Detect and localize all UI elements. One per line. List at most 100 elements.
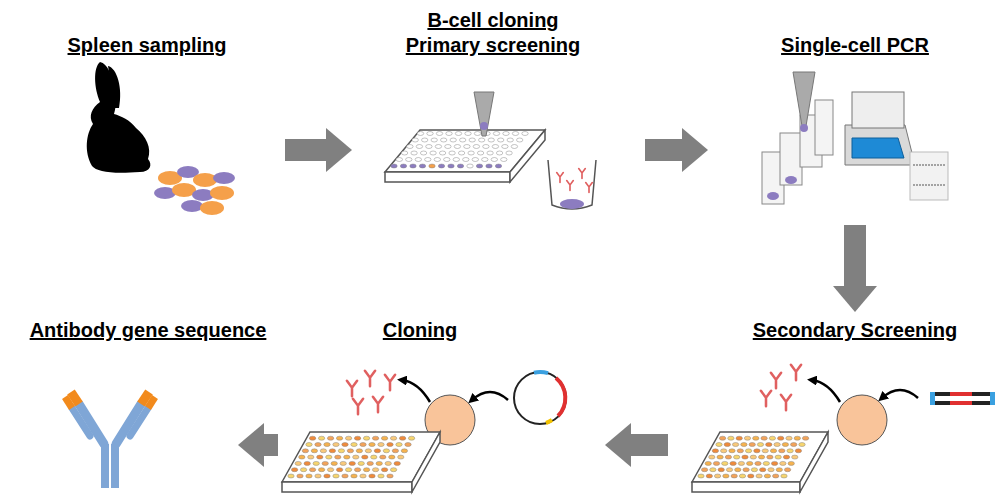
well [327, 436, 333, 440]
well [719, 436, 725, 440]
well [324, 443, 330, 447]
well [396, 158, 402, 162]
well [444, 158, 450, 162]
well [390, 436, 396, 440]
well [407, 145, 413, 149]
well [446, 132, 452, 136]
well [387, 443, 393, 447]
well [410, 164, 416, 168]
flow-arrow [264, 434, 278, 456]
well [495, 164, 501, 168]
well [342, 474, 348, 478]
well [411, 151, 417, 155]
well [399, 436, 405, 440]
well [318, 436, 324, 440]
well [430, 151, 436, 155]
well [304, 461, 310, 465]
well [369, 474, 375, 478]
well [306, 474, 312, 478]
well [306, 443, 312, 447]
cell-plate [385, 92, 545, 182]
well [731, 474, 737, 478]
well [392, 449, 398, 453]
well [317, 455, 323, 459]
well [753, 436, 759, 440]
well [435, 145, 441, 149]
well [479, 138, 485, 142]
step-heading: Primary screening [406, 33, 581, 57]
well [449, 151, 455, 155]
antibody [65, 392, 155, 488]
well [762, 449, 768, 453]
well [758, 455, 764, 459]
well [724, 443, 730, 447]
well [363, 436, 369, 440]
step-heading: Cloning [383, 318, 457, 342]
process-step: B-cell cloningPrimary screening [352, 5, 645, 215]
well [458, 151, 464, 155]
well [483, 145, 489, 149]
well [747, 461, 753, 465]
screen-plate [692, 432, 828, 492]
well [422, 138, 428, 142]
well [351, 443, 357, 447]
well [763, 461, 769, 465]
well [780, 461, 786, 465]
well [512, 132, 518, 136]
well [723, 474, 729, 478]
well [698, 474, 704, 478]
well [751, 468, 757, 472]
well [383, 449, 389, 453]
well [705, 461, 711, 465]
well [730, 461, 736, 465]
well [320, 449, 326, 453]
well [295, 461, 301, 465]
well [326, 455, 332, 459]
well [779, 449, 785, 453]
well [331, 461, 337, 465]
well [782, 443, 788, 447]
well [401, 151, 407, 155]
well [469, 138, 475, 142]
well [769, 436, 775, 440]
well [735, 468, 741, 472]
well [460, 138, 466, 142]
well [792, 455, 798, 459]
well [748, 474, 754, 478]
well [405, 443, 411, 447]
well [381, 436, 387, 440]
well [773, 474, 779, 478]
well [372, 468, 378, 472]
well [761, 436, 767, 440]
well [767, 455, 773, 459]
well [736, 436, 742, 440]
well [441, 138, 447, 142]
well [302, 449, 308, 453]
well [369, 443, 375, 447]
well [728, 436, 734, 440]
well [342, 443, 348, 447]
well [754, 449, 760, 453]
well [311, 449, 317, 453]
well [454, 145, 460, 149]
well [309, 468, 315, 472]
well [781, 474, 787, 478]
well [802, 436, 808, 440]
well [360, 474, 366, 478]
well [356, 449, 362, 453]
well [453, 158, 459, 162]
well [299, 455, 305, 459]
well [770, 449, 776, 453]
well [760, 468, 766, 472]
well [420, 151, 426, 155]
well [318, 468, 324, 472]
well [327, 468, 333, 472]
well [487, 151, 493, 155]
well [768, 468, 774, 472]
well [739, 474, 745, 478]
well [425, 158, 431, 162]
well [477, 151, 483, 155]
process-step: Single-cell PCR [708, 25, 958, 225]
well [463, 158, 469, 162]
